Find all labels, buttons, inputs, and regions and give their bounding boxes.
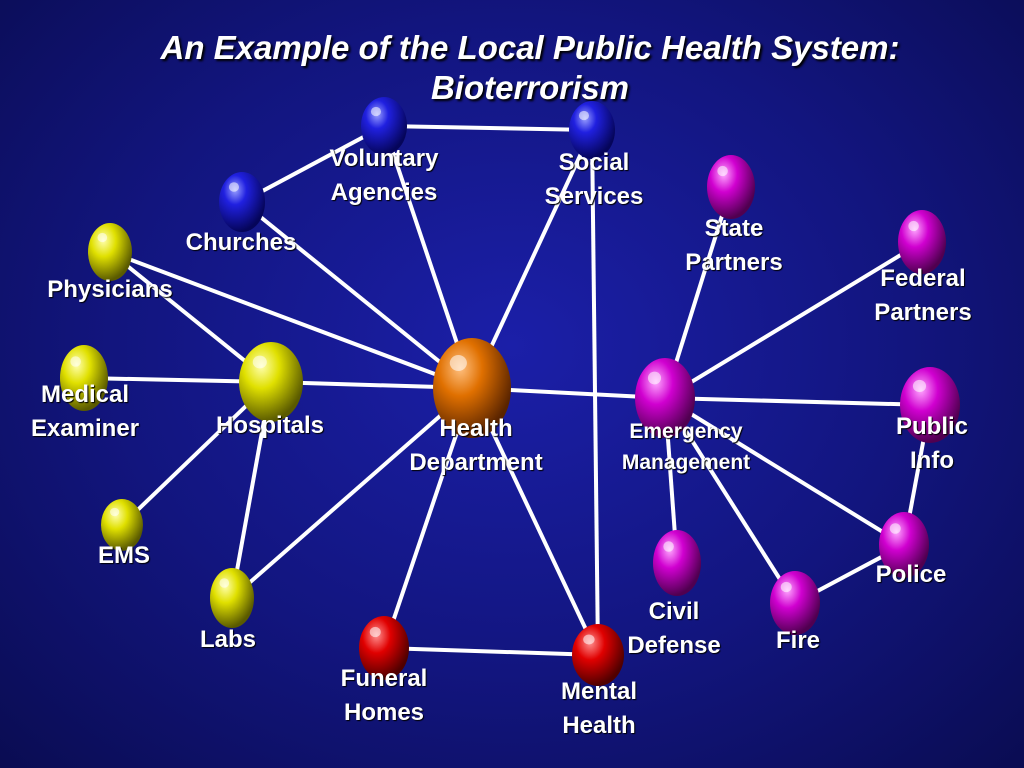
edge-voluntary-agencies-to-social-services	[383, 124, 593, 132]
node-medical-examiner	[60, 345, 108, 411]
sphere-highlight	[583, 634, 595, 645]
label-state-partners: State Partners	[685, 215, 783, 276]
edge-social-services-to-health-department	[470, 129, 594, 389]
sphere-highlight	[912, 379, 927, 393]
node-churches	[219, 172, 265, 232]
sphere-highlight	[717, 165, 728, 177]
edge-labs-to-health-department	[230, 386, 474, 600]
label-emergency-management: Emergency Management	[621, 420, 751, 474]
edge-health-department-to-mental-health	[470, 387, 600, 656]
sphere-civil-defense	[653, 530, 701, 596]
sphere-highlight	[780, 581, 792, 593]
node-hospitals	[239, 342, 303, 422]
sphere-highlight	[370, 106, 382, 117]
sphere-highlight	[663, 541, 674, 552]
edge-emergency-management-to-police	[663, 396, 906, 547]
sphere-highlight	[252, 355, 267, 369]
node-federal-partners	[898, 210, 946, 274]
node-physicians	[88, 223, 132, 281]
title-line-1: An Example of the Local Public Health Sy…	[160, 29, 900, 66]
label-social-services: Social Services	[544, 149, 644, 210]
node-labs	[210, 568, 254, 628]
label-physicians: Physicians	[47, 276, 173, 303]
node-mental-health	[572, 624, 624, 686]
sphere-highlight	[228, 182, 240, 192]
node-health-department	[433, 338, 511, 438]
label-hospitals: Hospitals	[215, 412, 325, 439]
sphere-highlight	[70, 356, 81, 367]
sphere-highlight	[449, 355, 467, 371]
label-police: Police	[875, 561, 947, 588]
sphere-highlight	[110, 507, 120, 517]
edge-emergency-management-to-fire	[663, 396, 797, 605]
node-spheres	[60, 97, 960, 686]
edge-physicians-to-health-department	[109, 250, 473, 390]
edge-voluntary-agencies-to-churches	[241, 124, 385, 204]
label-medical-examiner: Medical Examiner	[30, 381, 140, 442]
node-emergency-management	[635, 358, 695, 438]
label-civil-defense: Civil Defense	[627, 598, 721, 659]
label-churches: Churches	[185, 229, 297, 256]
sphere-labs	[210, 568, 254, 628]
sphere-highlight	[647, 371, 662, 385]
node-social-services	[569, 101, 615, 159]
edge-funeral-homes-to-mental-health	[383, 646, 599, 657]
label-fire: Fire	[775, 627, 821, 654]
edge-churches-to-health-department	[240, 200, 474, 390]
node-civil-defense	[653, 530, 701, 596]
edge-emergency-management-to-public-info	[664, 396, 931, 407]
node-fire	[770, 571, 820, 635]
slide-title: An Example of the Local Public Health Sy…	[60, 28, 1000, 108]
label-mental-health: Mental Health	[560, 678, 638, 739]
label-public-info: Public Info	[895, 413, 969, 474]
node-public-info	[900, 367, 960, 443]
title-line-2: Bioterrorism	[430, 69, 630, 106]
label-ems: EMS	[97, 542, 151, 569]
sphere-highlight	[889, 523, 901, 534]
label-labs: Labs	[199, 626, 257, 653]
node-funeral-homes	[359, 616, 409, 680]
node-voluntary-agencies	[361, 97, 407, 155]
label-federal-partners: Federal Partners	[874, 265, 972, 326]
sphere-highlight	[219, 578, 230, 588]
sphere-highlight	[908, 220, 919, 232]
label-voluntary-agencies: Voluntary Agencies	[329, 145, 439, 206]
label-health-department: Health Department	[409, 415, 543, 476]
node-ems	[101, 499, 143, 551]
label-funeral-homes: Funeral Homes	[340, 665, 428, 726]
sphere-state-partners	[707, 155, 755, 219]
sphere-highlight	[369, 626, 381, 638]
sphere-highlight	[97, 232, 108, 243]
edge-emergency-management-to-federal-partners	[663, 240, 924, 400]
node-police	[879, 512, 929, 578]
node-state-partners	[707, 155, 755, 219]
sphere-highlight	[578, 110, 590, 121]
sphere-churches	[219, 172, 265, 232]
